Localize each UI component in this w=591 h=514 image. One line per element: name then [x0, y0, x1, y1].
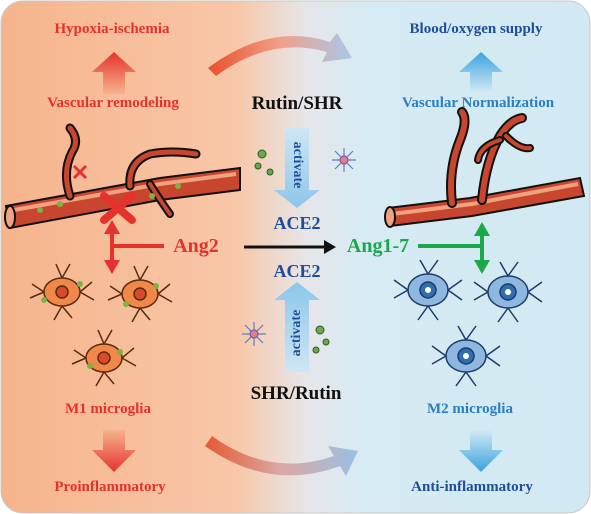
m1-microglia-label: M1 microglia: [65, 401, 151, 417]
drug-particles-top: [254, 148, 356, 176]
ang2-inhibition: [104, 220, 164, 274]
activate-label-bottom: activate: [289, 310, 304, 357]
bottom-curved-arrow: [205, 436, 358, 476]
ace2-label-top: ACE2: [273, 213, 321, 233]
shr-rutin-label: SHR/Rutin: [250, 383, 342, 404]
ang17-inhibition: [418, 222, 490, 274]
damaged-vessel: [4, 123, 241, 230]
up-arrow-left: [92, 52, 136, 94]
activate-arrow-down: [274, 128, 320, 208]
rutin-shr-label: Rutin/SHR: [251, 93, 343, 114]
m2-microglia-cells: [393, 259, 543, 387]
normal-vessel: [384, 107, 586, 228]
up-arrow-right: [459, 52, 503, 92]
activate-arrow-up: [274, 282, 320, 372]
drug-particles-bottom: [242, 322, 330, 354]
down-arrow-right: [459, 430, 503, 472]
m1-microglia-cells: [29, 263, 173, 387]
top-curved-arrow: [208, 33, 352, 76]
vascular-remodeling-label: Vascular remodeling: [47, 95, 179, 111]
anti-inflammatory-label: Anti-inflammatory: [411, 479, 533, 495]
m2-microglia-label: M2 microglia: [427, 401, 513, 417]
vascular-normalization-label: Vascular Normalization: [401, 95, 555, 111]
proinflammatory-label: Proinflammatory: [54, 479, 166, 495]
ace2-label-bottom: ACE2: [273, 261, 321, 281]
down-arrow-left: [92, 430, 136, 472]
activate-label-top: activate: [290, 142, 305, 189]
m1-green-particles: [41, 281, 159, 369]
blood-oxygen-supply-label: Blood/oxygen supply: [409, 21, 543, 37]
hypoxia-ischemia-label: Hypoxia-ischemia: [54, 21, 170, 37]
ang2-label: Ang2: [173, 235, 219, 257]
ang17-label: Ang1-7: [346, 235, 410, 257]
conversion-arrow: [244, 240, 336, 254]
